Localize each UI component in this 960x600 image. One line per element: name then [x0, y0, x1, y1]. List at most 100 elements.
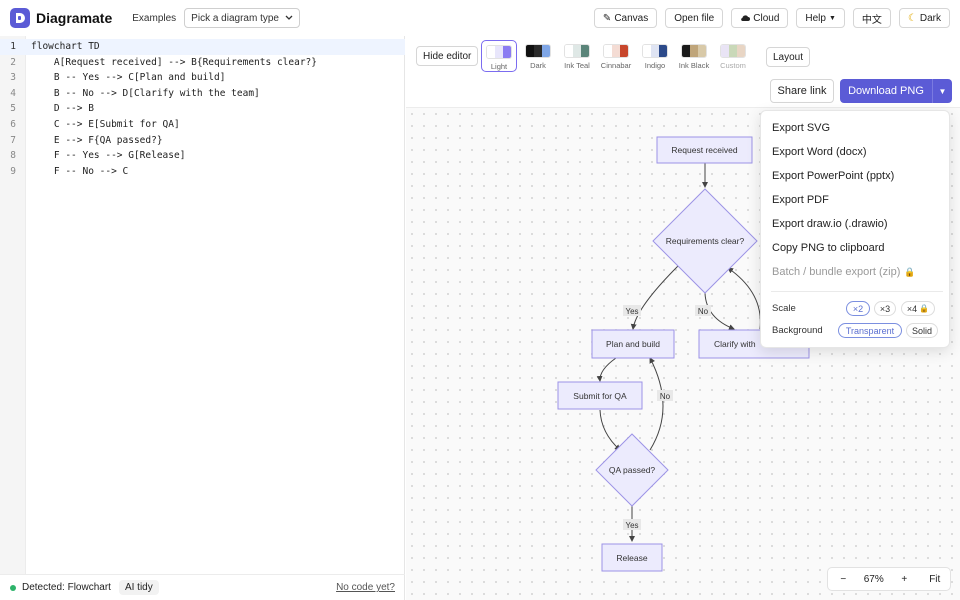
- cloud-button[interactable]: Cloud: [731, 8, 789, 28]
- open-file-button[interactable]: Open file: [665, 8, 724, 28]
- scale-x4-option[interactable]: ×4 🔒: [901, 301, 935, 316]
- background-solid-option[interactable]: Solid: [906, 323, 938, 338]
- theme-option-custom[interactable]: Custom: [715, 40, 751, 72]
- node-requirements-clear[interactable]: Requirements clear?: [652, 188, 758, 294]
- svg-text:Submit for QA: Submit for QA: [573, 391, 627, 401]
- theme-swatch-icon: [681, 44, 707, 58]
- lock-icon: 🔒: [904, 267, 916, 277]
- code-text[interactable]: B -- Yes --> C[Plan and build]: [31, 72, 226, 84]
- app-logo-icon: [10, 8, 30, 28]
- node-request-received[interactable]: Request received: [656, 136, 753, 164]
- code-line[interactable]: 7 E --> F{QA passed?}: [0, 133, 405, 149]
- export-menu-item[interactable]: Export Word (docx): [772, 146, 867, 158]
- scale-x2-option[interactable]: ×2: [846, 301, 870, 316]
- code-text[interactable]: F -- Yes --> G[Release]: [31, 150, 186, 162]
- theme-option-cinnabar[interactable]: Cinnabar: [598, 40, 634, 72]
- scale-x3-option[interactable]: ×3: [874, 301, 896, 316]
- download-png-label[interactable]: Download PNG: [848, 85, 924, 97]
- export-dropdown-menu: Export SVG Export Word (docx) Export Power…: [760, 110, 950, 348]
- export-menu-item[interactable]: Export SVG: [772, 122, 830, 134]
- svg-text:Yes: Yes: [625, 521, 638, 530]
- help-button[interactable]: Help ▼: [796, 8, 845, 28]
- menu-divider: [771, 291, 943, 292]
- dark-mode-label: Dark: [919, 12, 941, 24]
- layout-button[interactable]: Layout: [766, 47, 811, 67]
- svg-text:Yes: Yes: [625, 307, 638, 316]
- node-qa-passed[interactable]: QA passed?: [595, 433, 669, 507]
- edge-d-b: [727, 267, 761, 330]
- node-plan-and-build[interactable]: Plan and build: [591, 329, 675, 359]
- theme-name: Custom: [720, 61, 746, 70]
- export-menu-item-label: Export PDF: [772, 194, 829, 206]
- code-text[interactable]: flowchart TD: [31, 41, 100, 52]
- theme-option-dark[interactable]: Dark: [520, 40, 556, 72]
- ai-tidy-button[interactable]: AI tidy: [118, 580, 159, 595]
- zoom-in-button[interactable]: +: [901, 573, 908, 585]
- svg-text:Release: Release: [616, 553, 647, 563]
- code-line[interactable]: 2 A[Request received] --> B{Requirements…: [0, 55, 405, 71]
- code-text[interactable]: A[Request received] --> B{Requirements c…: [31, 56, 317, 68]
- svg-text:No: No: [660, 392, 671, 401]
- line-number: 5: [10, 103, 16, 115]
- caret-down-icon: ▼: [828, 14, 836, 22]
- theme-name: Ink Black: [678, 61, 710, 70]
- code-text[interactable]: D --> B: [31, 103, 94, 115]
- no-code-link[interactable]: No code yet?: [336, 582, 395, 593]
- zoom-controls: − 67% + Fit: [827, 567, 951, 591]
- node-release[interactable]: Release: [601, 543, 663, 572]
- help-button-label: Help: [805, 12, 826, 24]
- background-label: Background: [772, 325, 823, 336]
- background-transparent-option[interactable]: Transparent: [838, 323, 902, 338]
- edge-b-c: [630, 265, 679, 330]
- code-line[interactable]: 6 C --> E[Submit for QA]: [0, 117, 405, 133]
- open-file-label: Open file: [674, 12, 715, 24]
- code-text[interactable]: B -- No --> D[Clarify with the team]: [31, 87, 260, 99]
- cloud-button-label: Cloud: [753, 12, 780, 24]
- edge-e-f: [599, 409, 621, 451]
- code-line[interactable]: 9 F -- No --> C: [0, 164, 405, 180]
- code-text[interactable]: C --> E[Submit for QA]: [31, 118, 180, 130]
- diagram-type-select-value: Pick a diagram type: [191, 12, 279, 24]
- export-menu-item-label: Export Word (docx): [772, 146, 867, 158]
- language-button[interactable]: 中文: [852, 8, 891, 28]
- theme-name: Light: [490, 62, 508, 71]
- export-menu-item[interactable]: Export PDF: [772, 194, 829, 206]
- code-text[interactable]: F -- No --> C: [31, 165, 129, 177]
- export-menu-item-label: Export SVG: [772, 122, 831, 134]
- canvas-button[interactable]: ✎ Canvas: [593, 8, 658, 28]
- theme-swatch-icon: [525, 44, 551, 58]
- theme-option-ink-black[interactable]: Ink Black: [676, 40, 712, 72]
- fit-button[interactable]: Fit: [929, 573, 941, 585]
- hide-editor-button[interactable]: Hide editor: [416, 46, 479, 66]
- chevron-down-icon: [285, 15, 293, 20]
- code-text[interactable]: E --> F{QA passed?}: [31, 134, 163, 146]
- theme-option-light[interactable]: Light: [481, 40, 517, 72]
- code-line[interactable]: 5 D --> B: [0, 101, 405, 117]
- code-line[interactable]: 3 B -- Yes --> C[Plan and build]: [0, 70, 405, 86]
- theme-option-indigo[interactable]: Indigo: [637, 40, 673, 72]
- node-submit-for-qa[interactable]: Submit for QA: [557, 381, 643, 410]
- export-menu-item[interactable]: Export draw.io (.drawio): [772, 218, 888, 230]
- svg-text:Requirements clear?: Requirements clear?: [666, 236, 745, 246]
- dark-mode-button[interactable]: ☾ Dark: [898, 8, 950, 28]
- export-menu-item[interactable]: Copy PNG to clipboard: [772, 242, 885, 254]
- svg-text:QA passed?: QA passed?: [609, 465, 656, 475]
- language-button-label: 中文: [861, 14, 882, 26]
- download-options-caret-icon[interactable]: ▼: [932, 79, 952, 103]
- code-line[interactable]: 4 B -- No --> D[Clarify with the team]: [0, 86, 405, 102]
- export-menu-item[interactable]: Export PowerPoint (pptx): [772, 170, 894, 182]
- code-line[interactable]: 8 F -- Yes --> G[Release]: [0, 148, 405, 164]
- editor-footer: Detected: Flowchart AI tidy No code yet?: [0, 574, 405, 600]
- share-link-button[interactable]: Share link: [770, 79, 834, 103]
- zoom-out-button[interactable]: −: [840, 573, 847, 585]
- canvas-button-label: Canvas: [614, 12, 649, 24]
- theme-name: Indigo: [644, 61, 666, 70]
- download-png-button[interactable]: Download PNG ▼: [840, 79, 952, 103]
- theme-option-ink-teal[interactable]: Ink Teal: [559, 40, 595, 72]
- pencil-icon: ✎: [602, 12, 612, 24]
- diagram-type-select[interactable]: Pick a diagram type: [184, 8, 300, 28]
